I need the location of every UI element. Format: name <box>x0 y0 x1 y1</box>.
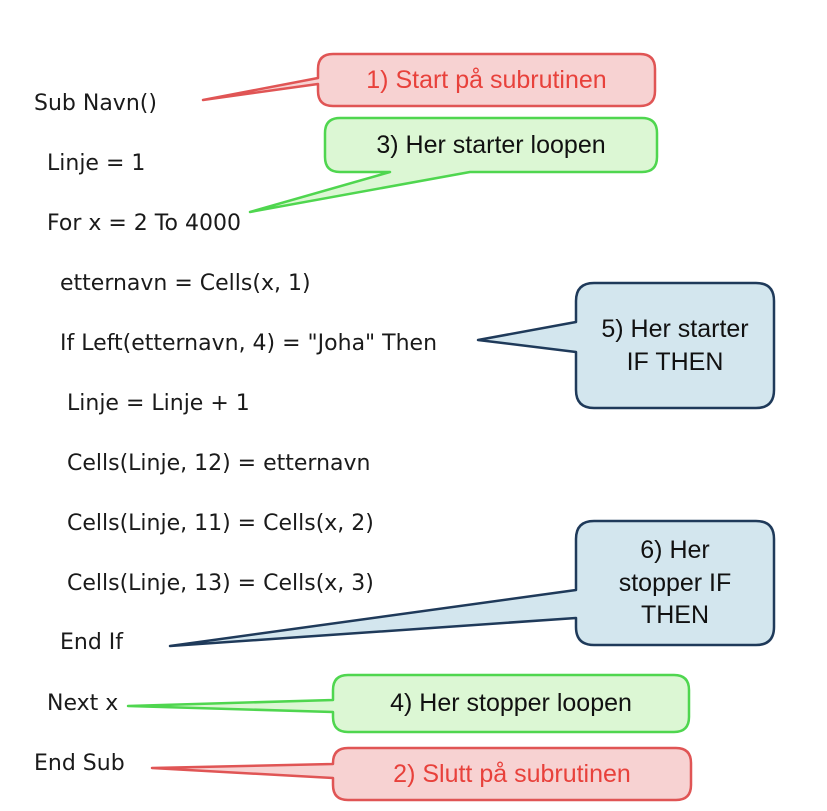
code-line-linje-init: Linje = 1 <box>47 151 146 176</box>
callout-stop-if-text: 6) Her stopper IF THEN <box>618 536 732 630</box>
callout-stop-loop-shape <box>126 673 691 734</box>
callout-start-loop-text: 3) Her starter loopen <box>376 130 606 159</box>
code-line-linje-inc: Linje = Linje + 1 <box>67 391 250 416</box>
code-line-cells-13: Cells(Linje, 13) = Cells(x, 3) <box>67 571 374 596</box>
callout-end-sub-text: 2) Slutt på subrutinen <box>393 759 631 788</box>
callout-end-sub-shape <box>150 746 693 802</box>
callout-start-sub-shape <box>201 52 657 108</box>
callout-start-loop-shape <box>248 116 659 214</box>
code-line-next: Next x <box>47 691 119 716</box>
code-line-end-sub: End Sub <box>34 751 125 776</box>
callout-stop-loop-text: 4) Her stopper loopen <box>390 689 632 718</box>
code-line-sub: Sub Navn() <box>34 91 157 116</box>
code-line-cells-11: Cells(Linje, 11) = Cells(x, 2) <box>67 511 374 536</box>
code-line-end-if: End If <box>60 630 124 655</box>
code-line-for: For x = 2 To 4000 <box>47 211 241 236</box>
code-line-cells-12: Cells(Linje, 12) = etternavn <box>67 451 371 476</box>
callout-start-if-text: 5) Her starter IF THEN <box>601 315 749 376</box>
code-line-etternavn: etternavn = Cells(x, 1) <box>60 271 311 296</box>
callout-stop-if-shape <box>168 519 776 648</box>
code-line-if: If Left(etternavn, 4) = "Joha" Then <box>60 331 438 356</box>
callout-start-if-shape <box>476 281 776 410</box>
callout-start-sub-text: 1) Start på subrutinen <box>366 65 607 94</box>
